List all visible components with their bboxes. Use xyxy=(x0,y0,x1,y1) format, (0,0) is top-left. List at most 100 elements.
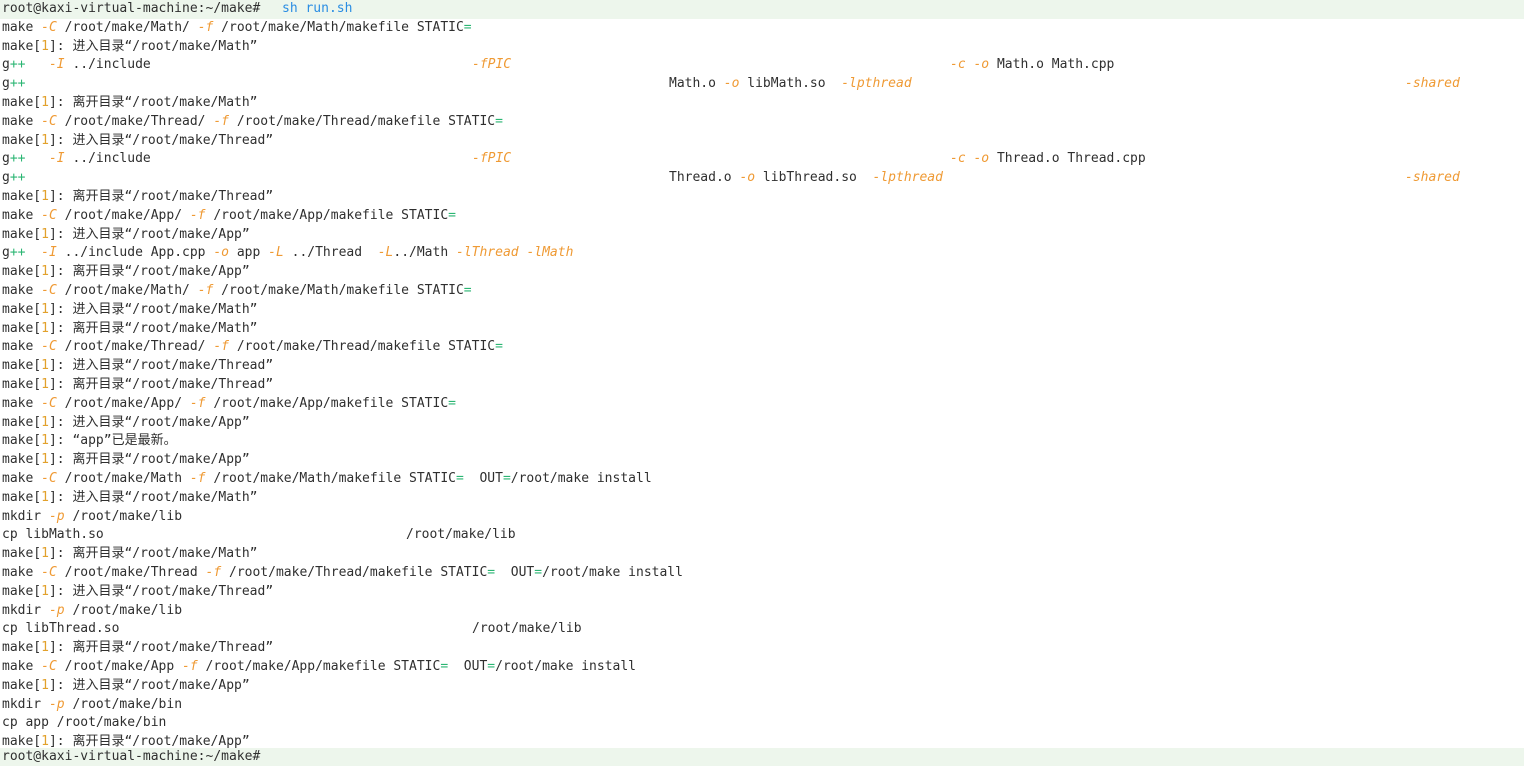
line-segment: -L xyxy=(377,245,394,261)
line-segment: /root/make/Thread/ xyxy=(56,113,214,129)
line-segment: = xyxy=(440,659,449,674)
line-segment xyxy=(25,56,48,75)
line-segment: 1 xyxy=(41,677,49,693)
line-segment: mkdir xyxy=(2,602,49,618)
line-segment: ]: 进入目录“/root/make/App” xyxy=(48,226,250,242)
prompt-line-top: root@kaxi-virtual-machine:~/make# sh run… xyxy=(0,0,1524,19)
line-segment: 1 xyxy=(41,546,49,562)
line-segment: make xyxy=(2,207,42,223)
line-segment: -f xyxy=(213,113,229,129)
line-segment: make[ xyxy=(2,189,42,204)
line-segment: -C xyxy=(41,659,57,674)
line-segment: g xyxy=(2,76,10,92)
line-segment: OUT xyxy=(495,565,535,580)
line-segment: = xyxy=(487,565,496,580)
line-segment: -shared xyxy=(1405,76,1460,92)
shell-prompt-final: root@kaxi-virtual-machine:~/make# xyxy=(2,749,261,764)
line-segment: /root/make install xyxy=(542,565,683,580)
line-segment: -lMath xyxy=(526,245,574,261)
line-segment: /root/make/lib xyxy=(406,527,516,543)
line-segment: make xyxy=(2,565,42,580)
entered-command: sh run.sh xyxy=(282,1,353,16)
line-segment: make xyxy=(2,19,42,35)
line-segment: ]: 进入目录“/root/make/App” xyxy=(48,677,250,693)
line-segment: /root/make/lib xyxy=(64,508,183,524)
line-segment: /root/make/App/makefile STATIC xyxy=(205,207,449,223)
line-segment: -I xyxy=(48,57,65,73)
line-segment: make[ xyxy=(2,414,42,430)
line-segment: -f xyxy=(197,19,214,35)
line-segment: ]: 离开目录“/root/make/App” xyxy=(48,264,250,280)
line-segment: ]: 进入目录“/root/make/Math” xyxy=(48,489,258,505)
line-segment: = xyxy=(487,659,496,674)
line-segment: -o xyxy=(213,245,229,261)
line-segment: -c xyxy=(950,57,966,73)
line-segment: 1 xyxy=(41,489,49,505)
line-segment: -C xyxy=(41,395,57,411)
line-segment: /root/make/Thread/makefile STATIC xyxy=(221,565,488,580)
line-segment: /root/make/Thread/ xyxy=(56,339,214,355)
prompt-line-bottom: root@kaxi-virtual-machine:~/make# xyxy=(0,748,1524,766)
line-segment: -shared xyxy=(1405,170,1460,186)
line-segment: /root/make/Thread/makefile STATIC xyxy=(229,339,496,355)
line-segment: /root/make/Math xyxy=(56,471,190,486)
line-segment: 1 xyxy=(41,301,49,317)
line-segment: OUT xyxy=(463,471,503,486)
line-segment: -p xyxy=(48,602,65,618)
line-segment: /root/make/bin xyxy=(64,696,183,712)
line-segment: ../include xyxy=(64,151,151,167)
line-segment: -C xyxy=(41,113,57,129)
line-segment: -f xyxy=(189,207,206,223)
line-segment: -C xyxy=(41,207,57,223)
line-segment: = xyxy=(534,565,543,580)
line-segment: /root/make/lib xyxy=(472,621,582,637)
line-segment: OUT xyxy=(448,659,488,674)
line-segment: = xyxy=(463,283,472,298)
line-segment: = xyxy=(448,207,456,223)
line-segment: make[ xyxy=(2,377,42,392)
line-segment: make[ xyxy=(2,320,42,336)
line-segment: make[ xyxy=(2,38,42,54)
line-segment: cp libThread.so xyxy=(2,621,120,637)
line-segment: 1 xyxy=(41,358,49,374)
line-segment: 1 xyxy=(41,264,49,280)
line-segment xyxy=(966,56,974,75)
line-segment: -p xyxy=(48,696,65,712)
line-segment: ++ xyxy=(9,245,26,261)
line-segment: -f xyxy=(197,283,214,298)
line-segment: app xyxy=(229,245,269,261)
line-segment: ++ xyxy=(9,170,26,186)
shell-prompt: root@kaxi-virtual-machine:~/make# xyxy=(2,1,261,16)
line-segment: 1 xyxy=(41,189,49,204)
line-segment: make[ xyxy=(2,677,42,693)
line-segment: -C xyxy=(41,283,57,298)
line-segment: Thread.o xyxy=(669,170,740,186)
line-segment: -f xyxy=(189,471,206,486)
line-segment: ]: 离开目录“/root/make/App” xyxy=(48,734,250,750)
line-segment xyxy=(519,244,527,263)
line-segment: ]: 离开目录“/root/make/Thread” xyxy=(48,189,274,204)
line-segment: make[ xyxy=(2,132,42,148)
line-segment: /root/make/Math/ xyxy=(56,19,198,35)
line-segment: /root/make/Thread xyxy=(56,565,206,580)
line-segment: libThread.so xyxy=(755,170,873,186)
line-segment: -I xyxy=(41,245,57,261)
line-segment: -c xyxy=(950,151,966,167)
line-segment: make xyxy=(2,283,42,298)
line-segment: cp app /root/make/bin xyxy=(2,715,167,731)
line-segment: /root/make/Thread/makefile STATIC xyxy=(229,113,496,129)
line-segment: ]: 离开目录“/root/make/App” xyxy=(48,452,250,468)
line-segment: /root/make install xyxy=(495,659,637,674)
line-segment: 1 xyxy=(41,734,49,750)
line-segment: = xyxy=(502,471,511,486)
line-segment: make[ xyxy=(2,301,42,317)
line-segment: /root/make/Math/makefile STATIC xyxy=(205,471,456,486)
line-segment: /root/make/App/makefile STATIC xyxy=(197,659,441,674)
line-segment: ++ xyxy=(9,151,26,167)
line-segment: make[ xyxy=(2,734,42,750)
line-segment: -fPIC xyxy=(472,151,512,167)
line-segment: 1 xyxy=(41,452,49,468)
line-segment: ]: 离开目录“/root/make/Math” xyxy=(48,546,258,562)
line-segment: 1 xyxy=(41,640,49,656)
